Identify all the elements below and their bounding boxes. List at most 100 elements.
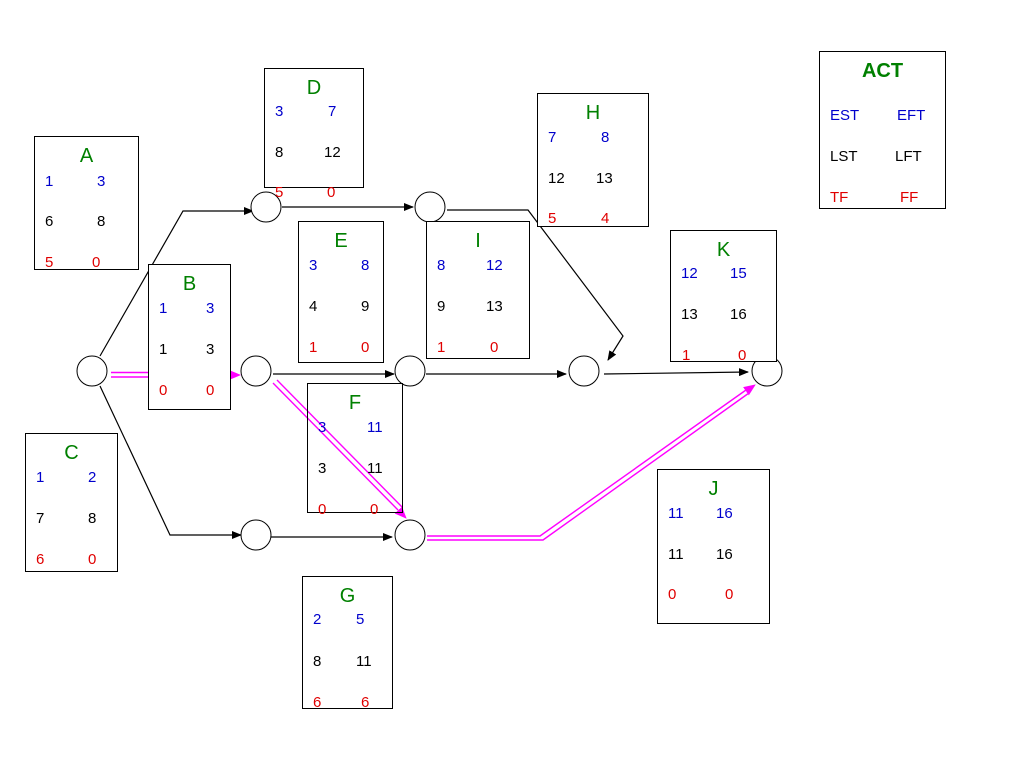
activity-est: 3 [275, 103, 284, 120]
activity-eft: 16 [716, 505, 733, 522]
event-node-1 [76, 355, 108, 387]
activity-name: C [64, 442, 79, 464]
event-node-5 [394, 355, 426, 387]
activity-est: 1 [45, 173, 54, 190]
activity-box-f: F 3 11 3 11 0 0 [307, 383, 403, 518]
activity-lst: 4 [309, 298, 318, 315]
edge-activity-f [272, 382, 399, 511]
edge-activity-a [99, 207, 254, 357]
activity-eft: 5 [356, 611, 365, 628]
activity-box-h: H 7 8 12 13 5 4 [537, 93, 649, 227]
legend-ff: FF [900, 189, 919, 206]
activity-est: 1 [36, 469, 45, 486]
activity-tf: 1 [309, 339, 318, 356]
activity-tf: 1 [437, 339, 446, 356]
activity-ff: 0 [370, 501, 379, 518]
edge-activity-h [447, 209, 624, 361]
activity-lst: 3 [318, 460, 327, 477]
activity-est: 8 [437, 257, 446, 274]
edge-activity-j [427, 389, 747, 537]
activity-tf: 6 [36, 551, 45, 568]
activity-tf: 5 [548, 210, 557, 227]
activity-name: J [708, 478, 719, 500]
activity-est: 3 [318, 419, 327, 436]
activity-tf: 0 [668, 586, 677, 603]
activity-name: A [79, 145, 94, 167]
activity-eft: 2 [88, 469, 97, 486]
legend-box: ACT EST EFT LST LFT TF FF [819, 51, 946, 209]
activity-lst: 12 [548, 170, 565, 187]
activity-ff: 0 [92, 254, 101, 271]
activity-lst: 8 [275, 144, 284, 161]
activity-est: 1 [159, 300, 168, 317]
activity-lft: 11 [356, 653, 372, 670]
activity-est: 7 [548, 129, 557, 146]
activity-tf: 1 [682, 347, 691, 364]
activity-tf: 6 [313, 694, 322, 711]
legend-lst: LST [830, 148, 858, 165]
activity-box-g: G 2 5 8 11 6 6 [302, 576, 393, 711]
activity-tf: 0 [159, 382, 168, 399]
activity-ff: 0 [206, 382, 215, 399]
activity-box-a: A 1 3 6 8 5 0 [34, 136, 139, 271]
activity-lft: 16 [730, 306, 747, 323]
activity-ff: 0 [490, 339, 499, 356]
activity-est: 2 [313, 611, 322, 628]
event-node-6 [568, 355, 600, 387]
activity-name: F [348, 392, 362, 414]
activity-tf: 5 [275, 184, 284, 201]
activity-ff: 6 [361, 694, 370, 711]
activity-box-e: E 3 8 4 9 1 0 [298, 221, 384, 363]
activity-box-d: D 3 7 8 12 5 0 [264, 68, 364, 201]
activity-name: K [716, 239, 731, 261]
legend-eft: EFT [897, 107, 926, 124]
legend-est: EST [830, 107, 860, 124]
activity-name: D [306, 77, 322, 99]
edge-activity-c [99, 385, 242, 539]
activity-name: H [585, 102, 601, 124]
event-node-9 [394, 519, 426, 551]
activity-box-c: C 1 2 7 8 6 0 [25, 433, 118, 572]
activity-box-i: I 8 12 9 13 1 0 [426, 221, 530, 359]
activity-ff: 0 [327, 184, 336, 201]
activity-lst: 11 [668, 546, 684, 563]
activity-name: G [339, 585, 356, 607]
activity-ff: 0 [88, 551, 97, 568]
activity-lst: 1 [159, 341, 168, 358]
activity-est: 3 [309, 257, 318, 274]
activity-lft: 12 [324, 144, 341, 161]
activity-lst: 9 [437, 298, 446, 315]
activity-box-j: J 11 16 11 16 0 0 [657, 469, 770, 624]
activity-name: E [334, 230, 348, 252]
event-node-3 [414, 191, 446, 223]
legend-lft: LFT [895, 148, 922, 165]
event-node-2 [250, 191, 282, 223]
activity-eft: 12 [486, 257, 503, 274]
activity-ff: 4 [601, 210, 610, 227]
activity-ff: 0 [725, 586, 734, 603]
activity-lft: 8 [88, 510, 97, 527]
activity-tf: 5 [45, 254, 54, 271]
activity-box-k: K 12 15 13 16 1 0 [670, 230, 777, 364]
activity-ff: 0 [738, 347, 747, 364]
activity-lft: 16 [716, 546, 733, 563]
activity-ff: 0 [361, 339, 370, 356]
activity-eft: 3 [206, 300, 215, 317]
activity-tf: 0 [318, 501, 327, 518]
activity-lft: 8 [97, 213, 106, 230]
activity-eft: 15 [730, 265, 747, 282]
activity-lst: 7 [36, 510, 45, 527]
activity-lft: 11 [367, 460, 383, 477]
activity-lft: 13 [596, 170, 613, 187]
activity-eft: 8 [361, 257, 370, 274]
activity-name: I [475, 230, 481, 252]
activity-name: B [182, 273, 197, 295]
edge-activity-k [603, 368, 749, 377]
legend-title: ACT [861, 60, 904, 82]
activity-eft: 7 [328, 103, 337, 120]
activity-box-b: B 1 3 1 3 0 0 [148, 264, 231, 410]
event-node-8 [240, 519, 272, 551]
event-node-4 [240, 355, 272, 387]
activity-eft: 11 [367, 419, 383, 436]
activity-lst: 6 [45, 213, 54, 230]
